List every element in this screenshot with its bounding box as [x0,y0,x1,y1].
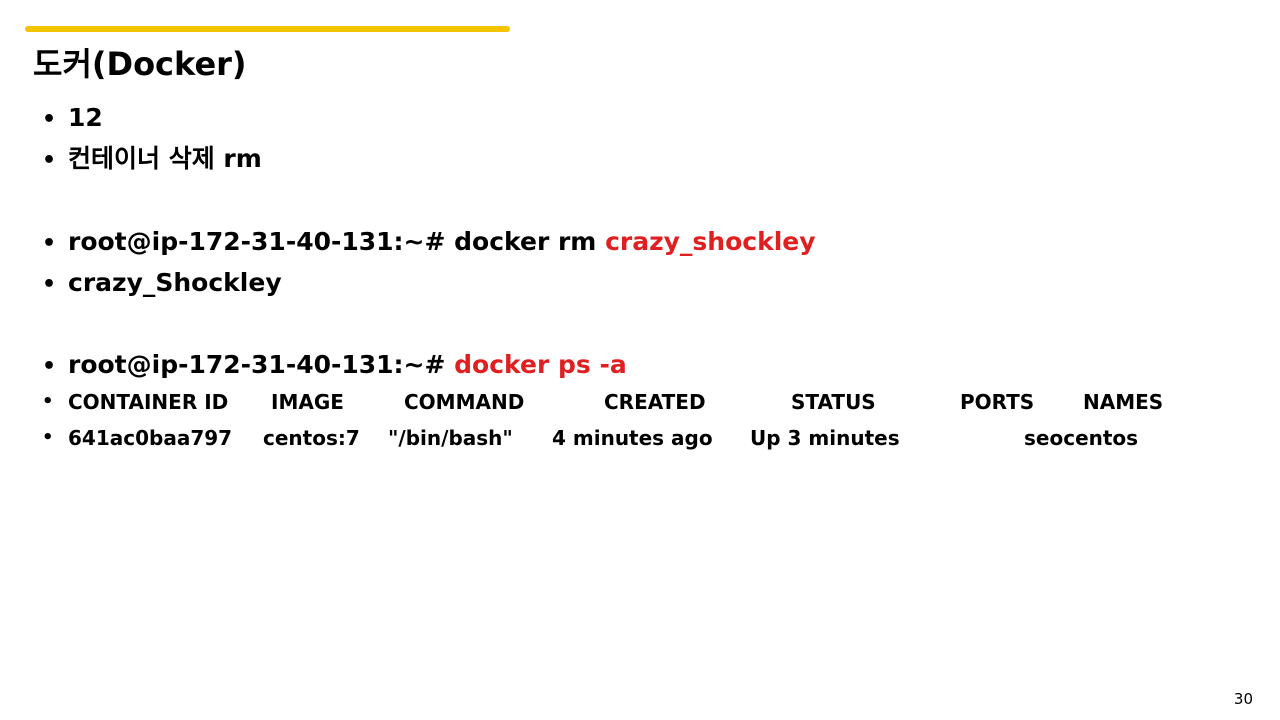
bullet-text: 12 [68,103,103,132]
ps-table-header-row: • CONTAINER ID IMAGE COMMAND CREATED STA… [42,388,1242,416]
cell-container-id: 641ac0baa797 [68,426,233,450]
bullet-text: 컨테이너 삭제 rm [68,144,262,173]
command-prompt-text: root@ip-172-31-40-131:~# docker rm [68,227,606,256]
slide-title: 도커(Docker) [33,45,247,83]
header-status: STATUS [791,390,876,414]
bullet-dot-icon: • [42,391,54,412]
header-ports: PORTS [960,390,1035,414]
highlighted-container-name: crazy_shockley [605,227,816,256]
cell-status: Up 3 minutes [750,426,900,450]
command-prompt-text: root@ip-172-31-40-131:~# [68,350,455,379]
header-created: CREATED [604,390,706,414]
bullet-dot-icon: • [42,107,57,132]
bullet-item-2: • 컨테이너 삭제 rm [42,143,262,177]
bullet-item-4: • crazy_Shockley [42,267,282,301]
bullet-item-5: • root@ip-172-31-40-131:~# docker ps -a [42,349,627,383]
cell-names: seocentos [1024,426,1139,450]
bullet-item-1: • 12 [42,102,103,136]
header-container-id: CONTAINER ID [68,390,229,414]
bullet-dot-icon: • [42,231,57,256]
ps-table-data-row: • 641ac0baa797 centos:7 "/bin/bash" 4 mi… [42,424,1242,452]
header-command: COMMAND [404,390,525,414]
bullet-dot-icon: • [42,427,54,448]
bullet-dot-icon: • [42,354,57,379]
highlighted-command: docker ps -a [454,350,627,379]
bullet-dot-icon: • [42,272,57,297]
title-accent-bar [25,26,510,32]
bullet-item-3: • root@ip-172-31-40-131:~# docker rm craz… [42,226,816,260]
bullet-dot-icon: • [42,148,57,173]
cell-created: 4 minutes ago [552,426,713,450]
header-names: NAMES [1083,390,1164,414]
cell-command: "/bin/bash" [388,426,513,450]
cell-image: centos:7 [263,426,360,450]
command-output-text: crazy_Shockley [68,268,282,297]
page-number: 30 [1233,690,1253,708]
header-image: IMAGE [271,390,344,414]
